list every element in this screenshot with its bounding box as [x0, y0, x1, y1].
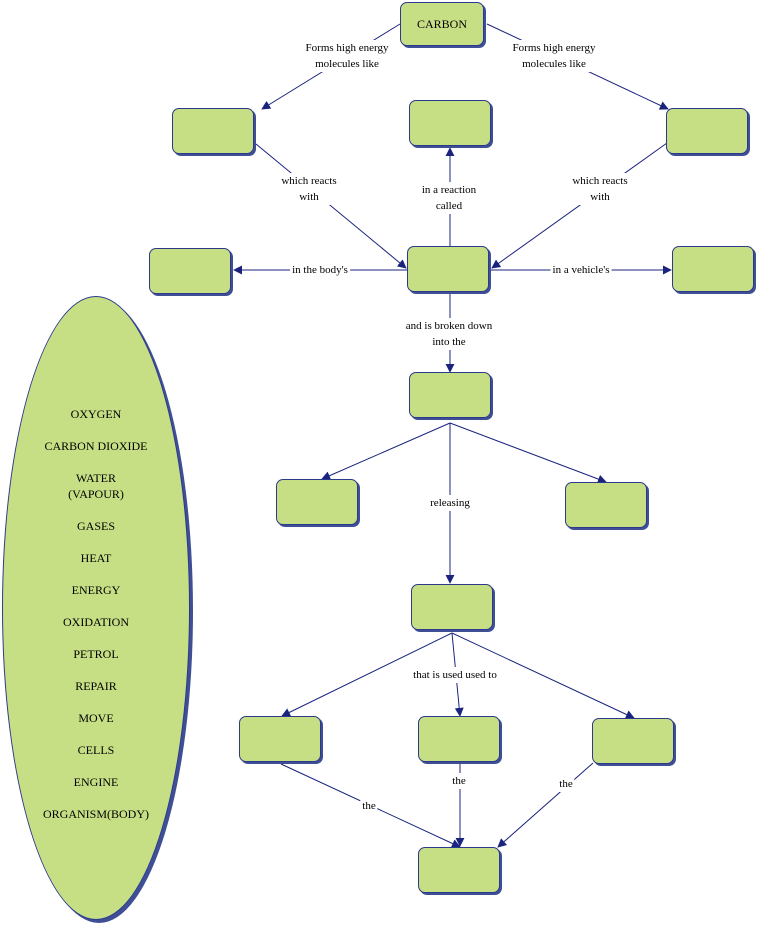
word-bank-ellipse: OXYGEN CARBON DIOXIDE WATER (VAPOUR) GAS…	[2, 296, 190, 920]
edge-bottom-right	[497, 762, 594, 848]
label-the-mid: the	[450, 773, 468, 789]
label-forms-right: Forms high energy molecules like	[510, 40, 598, 72]
label-forms-left: Forms high energy molecules like	[303, 40, 391, 72]
node-vehicle-side[interactable]	[672, 246, 754, 292]
word-petrol[interactable]: PETROL	[73, 647, 119, 661]
label-broken-down: and is broken down into the	[403, 318, 495, 350]
node-reaction-name[interactable]	[409, 100, 491, 146]
node-bottom[interactable]	[418, 847, 500, 893]
word-water-vapour[interactable]: WATER (VAPOUR)	[68, 471, 124, 501]
node-center[interactable]	[407, 246, 489, 292]
label-releasing: releasing	[428, 495, 472, 511]
word-energy[interactable]: ENERGY	[71, 583, 121, 597]
edge-break-left	[321, 422, 451, 480]
node-molecule-left[interactable]	[172, 108, 254, 154]
node-product-right[interactable]	[565, 482, 647, 528]
node-breakdown[interactable]	[409, 372, 491, 418]
word-repair[interactable]: REPAIR	[75, 679, 117, 693]
edge-use-left	[281, 632, 453, 717]
word-oxygen[interactable]: OXYGEN	[70, 407, 122, 421]
label-used-to: that is used used to	[411, 667, 499, 683]
label-in-vehicle: in a vehicle's	[550, 262, 612, 278]
label-the-right: the	[557, 776, 575, 792]
node-use-mid[interactable]	[418, 716, 500, 762]
label-the-left: the	[360, 798, 378, 814]
node-body-side[interactable]	[149, 248, 231, 294]
edge-use-right	[451, 632, 635, 719]
edge-left-center	[255, 143, 407, 269]
edge-right-center	[491, 142, 668, 269]
label-reaction-called: in a reaction called	[419, 182, 479, 214]
label-reacts-right: which reacts with	[570, 173, 630, 205]
node-carbon[interactable]: CARBON	[400, 2, 484, 46]
word-cells[interactable]: CELLS	[77, 743, 115, 757]
node-release[interactable]	[411, 584, 493, 630]
word-gases[interactable]: GASES	[76, 519, 115, 533]
node-use-left[interactable]	[239, 716, 321, 762]
edge-break-right	[449, 422, 607, 484]
node-use-right[interactable]	[592, 718, 674, 764]
node-molecule-right[interactable]	[666, 108, 748, 154]
node-carbon-label: CARBON	[416, 16, 467, 31]
word-organism-body[interactable]: ORGANISM(BODY)	[42, 807, 149, 821]
word-carbon-dioxide[interactable]: CARBON DIOXIDE	[44, 439, 148, 453]
label-in-body: in the body's	[290, 262, 350, 278]
word-engine[interactable]: ENGINE	[73, 775, 119, 789]
word-move[interactable]: MOVE	[78, 711, 114, 725]
node-product-left[interactable]	[276, 479, 358, 525]
label-reacts-left: which reacts with	[279, 173, 339, 205]
word-oxidation[interactable]: OXIDATION	[63, 615, 129, 629]
word-heat[interactable]: HEAT	[80, 551, 112, 565]
